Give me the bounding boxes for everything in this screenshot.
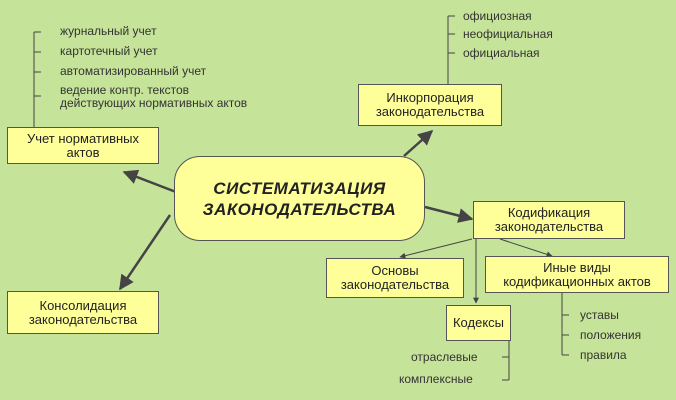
kodeksy-item-2: комплексные	[399, 372, 473, 386]
uchet-item-1: журнальный учет	[60, 24, 157, 38]
uchet-box: Учет нормативных актов	[7, 127, 159, 164]
inye-bracket	[561, 293, 569, 356]
uchet-item-2: картотечный учет	[60, 44, 158, 58]
kodifikaciya-box: Кодификация законодательства	[473, 201, 625, 239]
konsolidaciya-line-2: законодательства	[28, 311, 138, 327]
inkorporaciya-item-3: официальная	[463, 46, 540, 60]
arrow-to-kodifikaciya	[424, 205, 474, 223]
uchet-item-4-line-2: действующих нормативных актов	[60, 96, 248, 110]
osnovy-line-2: законодательства	[340, 277, 450, 292]
inye-box: Иные виды кодификационных актов	[485, 256, 669, 293]
arrow-to-inye	[499, 238, 553, 258]
arrow-to-inkorporaciya	[403, 130, 434, 157]
inye-line-2: кодификационных актов	[503, 273, 651, 289]
inkorporaciya-line-1: Инкорпорация	[386, 90, 474, 105]
konsolidaciya-line-1: Консолидация	[39, 297, 127, 313]
kodifikaciya-line-2: законодательства	[494, 219, 604, 234]
kodeksy-label: Кодексы	[452, 315, 504, 330]
inkorporaciya-bracket	[447, 15, 455, 84]
inye-item-3: правила	[580, 348, 627, 362]
uchet-bracket	[33, 31, 41, 127]
inkorporaciya-item-2: неофициальная	[463, 27, 553, 41]
kodeksy-box: Кодексы	[446, 305, 511, 341]
center-node: СИСТЕМАТИЗАЦИЯ ЗАКОНОДАТЕЛЬСТВА	[174, 156, 425, 241]
uchet-line-1: Учет нормативных	[26, 130, 140, 146]
center-line-2: ЗАКОНОДАТЕЛЬСТВА	[202, 199, 397, 219]
kodeksy-bracket	[502, 340, 510, 381]
inye-item-2: положения	[580, 328, 642, 342]
center-line-1: СИСТЕМАТИЗАЦИЯ	[213, 178, 386, 198]
uchet-line-2: актов	[66, 144, 100, 160]
konsolidaciya-box: Консолидация законодательства	[7, 291, 159, 334]
uchet-item-4: ведение контр. текстов действующих норма…	[60, 84, 247, 110]
kodeksy-item-1: отраслевые	[411, 350, 478, 364]
inkorporaciya-box: Инкорпорация законодательства	[358, 84, 502, 126]
inye-item-1: уставы	[580, 308, 619, 322]
uchet-item-4-line-1: ведение контр. текстов	[60, 83, 190, 97]
inkorporaciya-item-1: официозная	[463, 9, 532, 23]
inkorporaciya-line-2: законодательства	[375, 104, 485, 119]
osnovy-line-1: Основы	[371, 263, 419, 278]
inye-line-1: Иные виды	[543, 259, 611, 275]
arrow-to-osnovy	[399, 238, 473, 259]
uchet-item-3: автоматизированный учет	[60, 64, 207, 78]
arrow-to-konsolidaciya	[118, 214, 172, 291]
kodifikaciya-line-1: Кодификация	[507, 205, 591, 220]
osnovy-box: Основы законодательства	[326, 258, 464, 298]
arrow-to-uchet	[122, 169, 177, 194]
